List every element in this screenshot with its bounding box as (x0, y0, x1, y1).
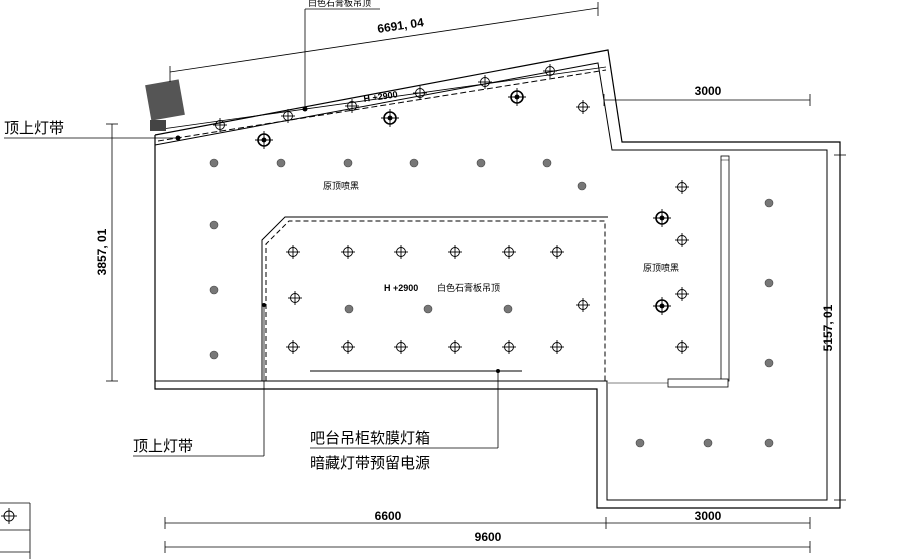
spotlight-icon (653, 297, 671, 315)
dim-bottom-total-text: 9600 (475, 530, 502, 544)
downlight-icon (345, 99, 359, 113)
column-block (145, 79, 185, 121)
downlight-icon (543, 64, 557, 78)
downlight-icon (675, 180, 689, 194)
downlight-icon (550, 340, 564, 354)
dim-top-right: 3000 (603, 84, 811, 106)
dim-left-height: 3857, 01 (95, 123, 118, 382)
top-height-text: H +2900 (363, 89, 398, 104)
bottom-led-text: 顶上灯带 (133, 437, 193, 455)
dot-light-icon (764, 278, 774, 288)
dot-light-icon (764, 358, 774, 368)
top-led-strip-line (154, 66, 607, 142)
dot-light-icon (344, 304, 354, 314)
downlight-icon (394, 245, 408, 259)
downlight-icon (576, 100, 590, 114)
spotlight-icon (508, 88, 526, 106)
bar-cabinet-text-1: 吧台吊柜软膜灯箱 (310, 429, 430, 447)
dot-light-icon (209, 158, 219, 168)
dot-light-icon (209, 220, 219, 230)
dim-slanted-wall: 6691, 04 (169, 2, 599, 82)
downlight-icon (286, 245, 300, 259)
dot-light-icon (542, 158, 552, 168)
downlight-icon (448, 245, 462, 259)
dim-top-right-text: 3000 (695, 84, 722, 98)
downlight-icon (281, 109, 295, 123)
spotlight-icon (255, 131, 273, 149)
dim-bottom-right-text: 3000 (695, 509, 722, 523)
downlight-icon (675, 340, 689, 354)
original-ceiling-left-text: 原顶喷黑 (323, 181, 359, 192)
downlight-icon (413, 86, 427, 100)
downlight-icon (288, 291, 302, 305)
downlight-icon (286, 340, 300, 354)
dot-light-icon (764, 438, 774, 448)
top-material-text: 白色石膏板吊顶 (308, 0, 371, 9)
downlight-group (213, 64, 689, 354)
left-led-callout: 顶上灯带 (4, 119, 181, 141)
bar-cabinet-text-2: 暗藏灯带预留电源 (310, 454, 430, 472)
dot-light-icon (343, 158, 353, 168)
dot-light-icon (764, 198, 774, 208)
left-led-text: 顶上灯带 (4, 119, 64, 137)
downlight-icon (341, 340, 355, 354)
spotlight-icon (653, 209, 671, 227)
downlight-icon (478, 75, 492, 89)
dot-light-icon (276, 158, 286, 168)
dot-light-icon (209, 350, 219, 360)
legend-box (0, 502, 31, 559)
room-outline (154, 49, 841, 509)
legend-downlight-icon (1, 508, 17, 524)
downlight-icon (448, 340, 462, 354)
dim-bottom-left-text: 6600 (375, 509, 402, 523)
central-ceiling-outline (261, 216, 608, 381)
column-base (150, 120, 166, 131)
original-ceiling-right-text: 原顶喷黑 (643, 263, 679, 274)
dot-light-icon (503, 304, 513, 314)
downlight-icon (675, 287, 689, 301)
spotlight-group (255, 88, 671, 315)
downlight-icon (576, 298, 590, 312)
dot-light-icon (423, 304, 433, 314)
dim-slanted-wall-text: 6691, 04 (376, 15, 425, 36)
bar-cabinet-callout: 吧台吊柜软膜灯箱 暗藏灯带预留电源 (310, 369, 500, 472)
downlight-icon (675, 233, 689, 247)
dim-left-height-text: 3857, 01 (95, 228, 109, 275)
dot-light-icon (476, 158, 486, 168)
dot-light-group (209, 158, 774, 448)
downlight-icon (394, 340, 408, 354)
dot-light-icon (577, 181, 587, 191)
dim-right-height: 5157, 01 (821, 154, 846, 501)
top-material-callout: 白色石膏板吊顶 (302, 0, 380, 112)
dot-light-icon (635, 438, 645, 448)
downlight-icon (550, 245, 564, 259)
downlight-icon (502, 245, 516, 259)
spotlight-icon (381, 109, 399, 127)
dim-bottom: 6600 3000 9600 (164, 509, 811, 553)
dot-light-icon (409, 158, 419, 168)
dot-light-icon (703, 438, 713, 448)
right-partition-wall (608, 155, 730, 388)
dim-right-height-text: 5157, 01 (821, 304, 835, 351)
dot-light-icon (209, 285, 219, 295)
downlight-icon (213, 118, 227, 132)
center-height-text: H +2900 (384, 283, 418, 293)
center-material-text: 白色石膏板吊顶 (437, 282, 500, 294)
bottom-led-callout: 顶上灯带 (133, 303, 266, 457)
downlight-icon (502, 340, 516, 354)
downlight-icon (341, 245, 355, 259)
